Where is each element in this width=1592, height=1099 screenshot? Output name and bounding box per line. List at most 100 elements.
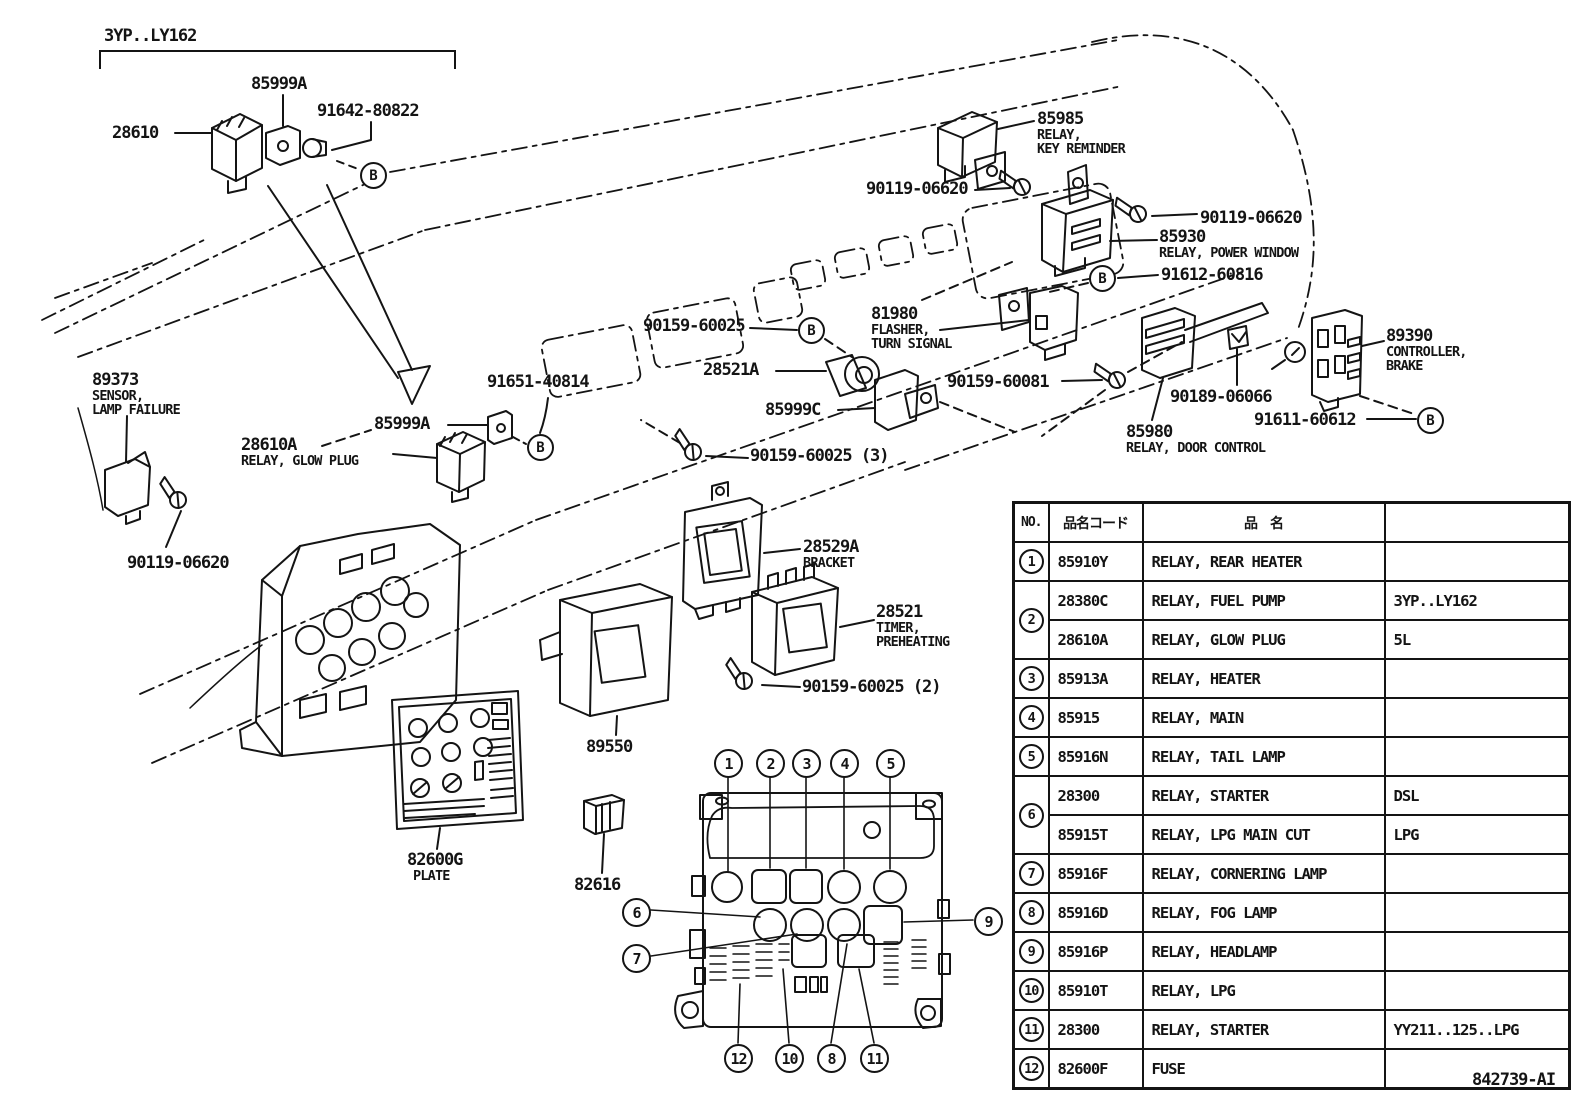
junction-block-sketch: [239, 523, 461, 757]
cell-no: 5: [1012, 736, 1050, 777]
cell-no: 7: [1012, 853, 1050, 894]
label-90159-60025-2: 90159-60025 (2): [802, 677, 942, 697]
cell-code: 85910T: [1047, 970, 1144, 1011]
variant-text: 3YP..LY162: [104, 26, 197, 46]
cell-name: RELAY, FOG LAMP: [1141, 892, 1386, 933]
fusebox-callout-5: 5: [876, 749, 905, 778]
cell-code: 85916N: [1047, 736, 1144, 777]
fusebox-callout-10: 10: [775, 1044, 804, 1073]
label-variant: 3YP..LY162: [104, 26, 197, 46]
cell-note: [1383, 931, 1571, 972]
label-90119-06620-b: 90119-06620: [1200, 208, 1303, 228]
parts-table: NO. 品名コード 品 名 1 85910Y RELAY, REAR HEATE…: [1012, 501, 1571, 1090]
cell-no: 6: [1012, 775, 1050, 855]
cell-code: 85916F: [1047, 853, 1144, 894]
header-code: 品名コード: [1047, 501, 1144, 543]
bracket-85999a-top-sketch: [265, 94, 372, 170]
callout-letter-b-5: B: [1417, 407, 1444, 434]
cell-name: RELAY, FUEL PUMP: [1141, 580, 1386, 621]
timer-28521-sketch: [718, 563, 875, 694]
cell-note: [1383, 697, 1571, 738]
relay-28610a-sketch: [321, 397, 549, 503]
relay-28610-sketch: [174, 113, 263, 194]
cell-no: 2: [1012, 580, 1050, 660]
cell-note: [1383, 1048, 1571, 1090]
cell-code: 85915T: [1047, 814, 1144, 855]
callout-letter-b-1: B: [360, 162, 387, 189]
cell-code: 28300: [1047, 775, 1144, 816]
cell-name: FUSE: [1141, 1048, 1386, 1090]
cowl-curves: [77, 407, 263, 709]
cell-code: 82600F: [1047, 1048, 1144, 1090]
cell-note: [1383, 541, 1571, 582]
fusebox-callout-12: 12: [724, 1044, 753, 1073]
cell-code: 28610A: [1047, 619, 1144, 660]
cell-note: 5L: [1383, 619, 1571, 660]
cell-name: RELAY, STARTER: [1141, 1009, 1386, 1050]
table-row: 28610A RELAY, GLOW PLUG 5L: [1014, 619, 1571, 660]
table-row: 10 85910T RELAY, LPG: [1012, 970, 1571, 1011]
right-cluster-sketch: [1041, 302, 1417, 437]
cell-note: [1383, 658, 1571, 699]
label-28610: 28610: [112, 123, 159, 143]
cell-no: 3: [1012, 658, 1050, 699]
label-85999a-mid: 85999A: [374, 414, 430, 434]
fusebox-sketch: [650, 777, 974, 1044]
center-cluster-sketch: [640, 327, 1016, 465]
cell-note: 3YP..LY162: [1383, 580, 1571, 621]
cell-no: 4: [1012, 697, 1050, 738]
label-81980: 81980 FLASHER, TURN SIGNAL: [871, 304, 952, 352]
table-row: 85915T RELAY, LPG MAIN CUT LPG: [1014, 814, 1571, 855]
label-85999a-top: 85999A: [251, 74, 307, 94]
fusebox-callout-9: 9: [974, 907, 1003, 936]
label-85999c: 85999C: [765, 400, 821, 420]
label-90159-60025-3: 90159-60025 (3): [750, 446, 890, 466]
cell-note: LPG: [1383, 814, 1571, 855]
label-85980: 85980 RELAY, DOOR CONTROL: [1126, 422, 1266, 456]
cell-name: RELAY, TAIL LAMP: [1141, 736, 1386, 777]
label-90189-06066: 90189-06066: [1170, 387, 1273, 407]
plate-82600g-sketch: [391, 690, 524, 850]
table-row: 8 85916D RELAY, FOG LAMP: [1012, 892, 1571, 933]
header-no: NO.: [1012, 501, 1050, 543]
fusebox-callout-8: 8: [817, 1044, 846, 1073]
cell-no: 8: [1012, 892, 1050, 933]
cell-no: 9: [1012, 931, 1050, 972]
label-85985: 85985 RELAY, KEY REMINDER: [1037, 109, 1126, 157]
cell-no: 11: [1012, 1009, 1050, 1050]
label-82600g: 82600G PLATE: [407, 850, 463, 884]
label-91651-40814: 91651-40814: [487, 372, 590, 392]
label-28610a: 28610A RELAY, GLOW PLUG: [241, 435, 359, 469]
callout-letter-b-2: B: [1089, 265, 1116, 292]
label-89550: 89550: [586, 737, 633, 757]
fusebox-callout-3: 3: [792, 749, 821, 778]
ecu-89550-sketch: [539, 583, 673, 736]
cell-note: [1383, 853, 1571, 894]
table-row: 6 28300 RELAY, STARTER DSL: [1012, 775, 1571, 855]
label-82616: 82616: [574, 875, 621, 895]
locator-arrow: [267, 184, 431, 405]
callout-letter-b-3: B: [798, 317, 825, 344]
cell-name: RELAY, LPG MAIN CUT: [1141, 814, 1386, 855]
cell-name: RELAY, CORNERING LAMP: [1141, 853, 1386, 894]
label-91611-60612: 91611-60612: [1254, 410, 1357, 430]
bracket-28529a-sketch: [682, 481, 801, 620]
table-row: 11 28300 RELAY, STARTER YY211..125..LPG: [1012, 1009, 1571, 1050]
cell-name: RELAY, STARTER: [1141, 775, 1386, 816]
table-row: 7 85916F RELAY, CORNERING LAMP: [1012, 853, 1571, 894]
flasher-81980-sketch: [921, 261, 1079, 361]
table-row: 5 85916N RELAY, TAIL LAMP: [1012, 736, 1571, 777]
cell-name: RELAY, GLOW PLUG: [1141, 619, 1386, 660]
fusebox-callout-6: 6: [622, 898, 651, 927]
fusebox-callout-7: 7: [622, 944, 651, 973]
cell-no: 12: [1012, 1048, 1050, 1090]
fusebox-callout-4: 4: [830, 749, 859, 778]
table-row: 1 85910Y RELAY, REAR HEATER: [1012, 541, 1571, 582]
cell-code: 28380C: [1047, 580, 1144, 621]
label-85930: 85930 RELAY, POWER WINDOW: [1159, 227, 1299, 261]
table-row: 4 85915 RELAY, MAIN: [1012, 697, 1571, 738]
label-90159-60025: 90159-60025: [643, 316, 746, 336]
cell-code: 85910Y: [1047, 541, 1144, 582]
